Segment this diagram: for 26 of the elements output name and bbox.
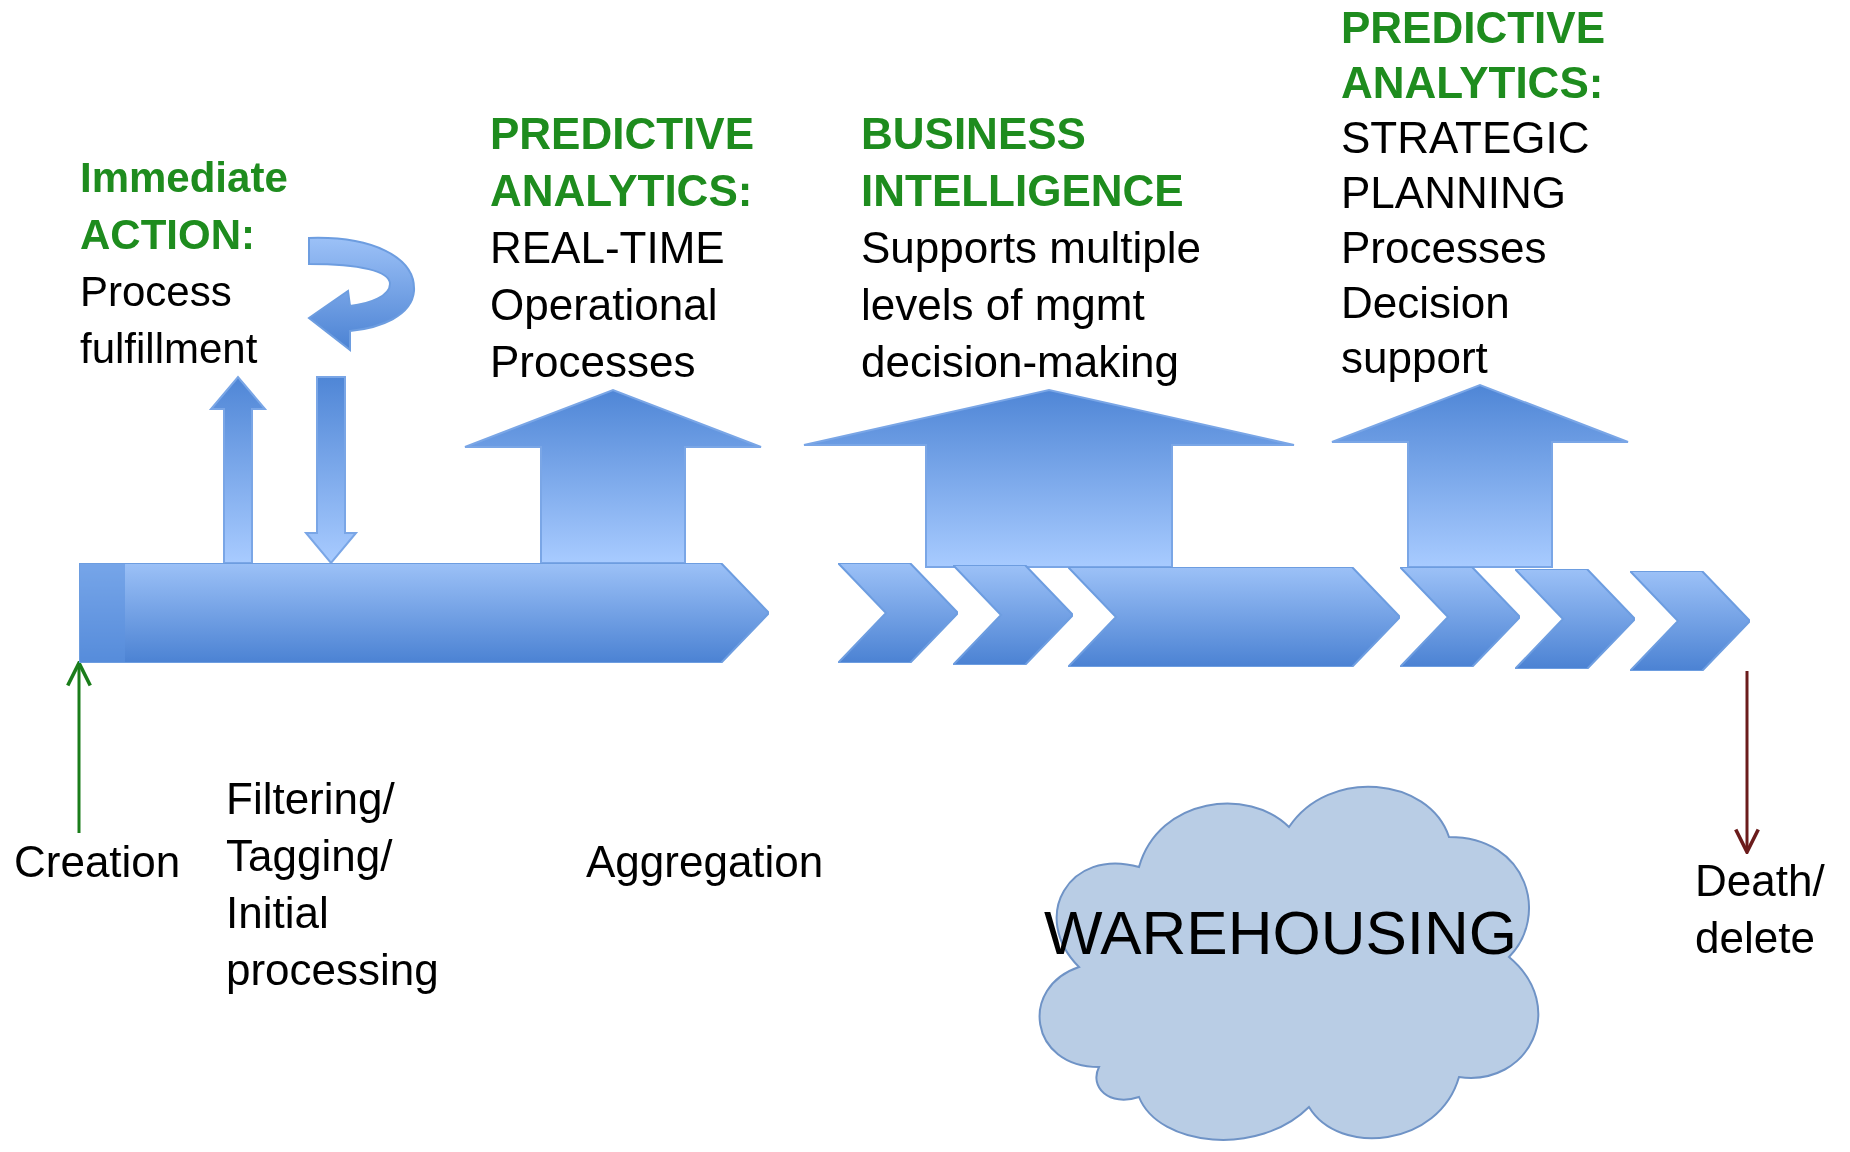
heading: BUSINESS INTELLIGENCE bbox=[861, 108, 1185, 217]
stage-label: Aggregation bbox=[586, 836, 825, 888]
heading: PREDICTIVE ANALYTICS: bbox=[490, 108, 756, 217]
body-text: Death/ delete bbox=[1695, 855, 1826, 964]
chevron-shape bbox=[1400, 567, 1520, 667]
body-text: Creation bbox=[14, 836, 182, 888]
block-arrow bbox=[464, 388, 762, 564]
block-arrow bbox=[1331, 383, 1629, 568]
chevron-shape bbox=[1515, 569, 1635, 669]
body-text: STRATEGIC PLANNING Processes Decision support bbox=[1341, 112, 1591, 384]
block-arrow bbox=[208, 375, 268, 564]
body-text: REAL-TIME Operational Processes bbox=[490, 222, 726, 388]
heading: Immediate ACTION: bbox=[80, 153, 289, 260]
stage-label: Filtering/ Tagging/ Initial processing bbox=[226, 773, 440, 996]
block-arrow bbox=[303, 376, 359, 565]
block-arrow bbox=[803, 388, 1295, 568]
body-text: Process fulfillment bbox=[80, 267, 259, 374]
arrow bbox=[1733, 671, 1761, 854]
chevron-shape bbox=[953, 565, 1073, 665]
chevron-shape bbox=[838, 563, 958, 663]
arrow bbox=[65, 661, 93, 833]
cloud-label: WAREHOUSING bbox=[1044, 897, 1518, 969]
heading: PREDICTIVE ANALYTICS: bbox=[1341, 2, 1607, 109]
chevron-shape bbox=[1630, 571, 1750, 671]
timeline-bar bbox=[79, 563, 769, 663]
body-text: Supports multiple levels of mgmt decision-making bbox=[861, 222, 1202, 388]
